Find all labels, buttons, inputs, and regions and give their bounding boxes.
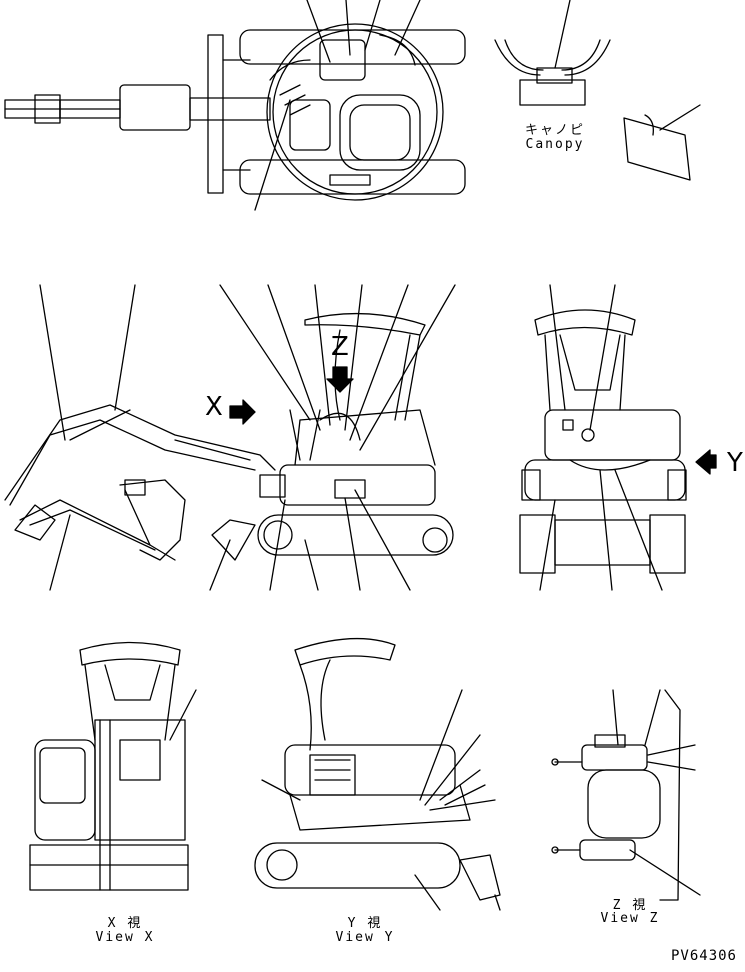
- marker-z: Z: [331, 332, 349, 362]
- canopy-label-jp: キャノピ: [524, 123, 585, 138]
- part-code: PV64306: [670, 948, 737, 964]
- side-view: [4, 284, 456, 591]
- rear-view: [519, 284, 717, 591]
- view-x-label-en: View X: [95, 930, 155, 945]
- canopy-detail: [494, 0, 701, 181]
- marker-x: X: [205, 392, 223, 422]
- view-y-label-en: View Y: [335, 930, 395, 945]
- view-z-label-en: View Z: [600, 911, 660, 926]
- canopy-label-en: Canopy: [525, 137, 585, 152]
- view-x-label-jp: X 視: [107, 916, 143, 931]
- view-z-label-jp: Z 視: [612, 898, 648, 913]
- view-z-drawing: [551, 689, 701, 901]
- view-x-drawing: [29, 641, 197, 891]
- view-y-label-jp: Y 視: [347, 916, 383, 931]
- marker-y: Y: [727, 448, 743, 478]
- top-view: [4, 0, 466, 211]
- view-y-drawing: [254, 637, 501, 911]
